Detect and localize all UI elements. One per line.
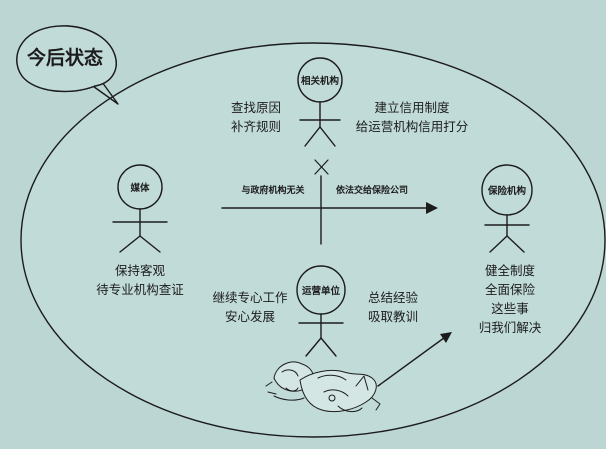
media-line-1: 保持客观 [115,263,166,278]
horizontal-arrow [221,202,438,214]
related-agency-left-1: 查找原因 [231,100,281,115]
title-bubble: 今后状态 [16,25,119,105]
related-agency-name: 相关机构 [301,75,340,87]
caption-left: 与政府机构无关 [241,184,304,196]
caption-right: 依法交给保险公司 [336,184,408,196]
insurer-name: 保险机构 [487,185,527,197]
crash-wreckage-sketch [265,361,381,413]
insurer-figure: 保险机构 [481,164,533,253]
media-name: 媒体 [129,182,150,194]
insurer-line-3: 这些事 [491,301,529,316]
operator-figure: 运营单位 [296,265,346,357]
center-cross [314,159,329,245]
media-line-2: 待专业机构查证 [96,282,184,297]
page-title: 今后状态 [26,46,103,69]
operator-right-1: 总结经验 [368,290,419,305]
media-figure: 媒体 [112,164,168,253]
related-agency-right-2: 给运营机构信用打分 [356,119,469,134]
related-agency-right-1: 建立信用制度 [374,100,450,115]
outer-oval [20,42,606,438]
operator-left-1: 继续专心工作 [212,290,288,305]
related-agency-left-2: 补齐规则 [231,119,281,134]
operator-name: 运营单位 [302,285,341,297]
operator-left-2: 安心发展 [225,309,275,324]
insurer-line-1: 健全制度 [485,263,536,278]
insurer-line-4: 归我们解决 [479,320,542,335]
operator-right-2: 吸取教训 [368,309,418,324]
diagonal-arrow [377,332,452,387]
insurer-line-2: 全面保险 [485,282,536,297]
related-agency-figure: 相关机构 [297,57,343,147]
